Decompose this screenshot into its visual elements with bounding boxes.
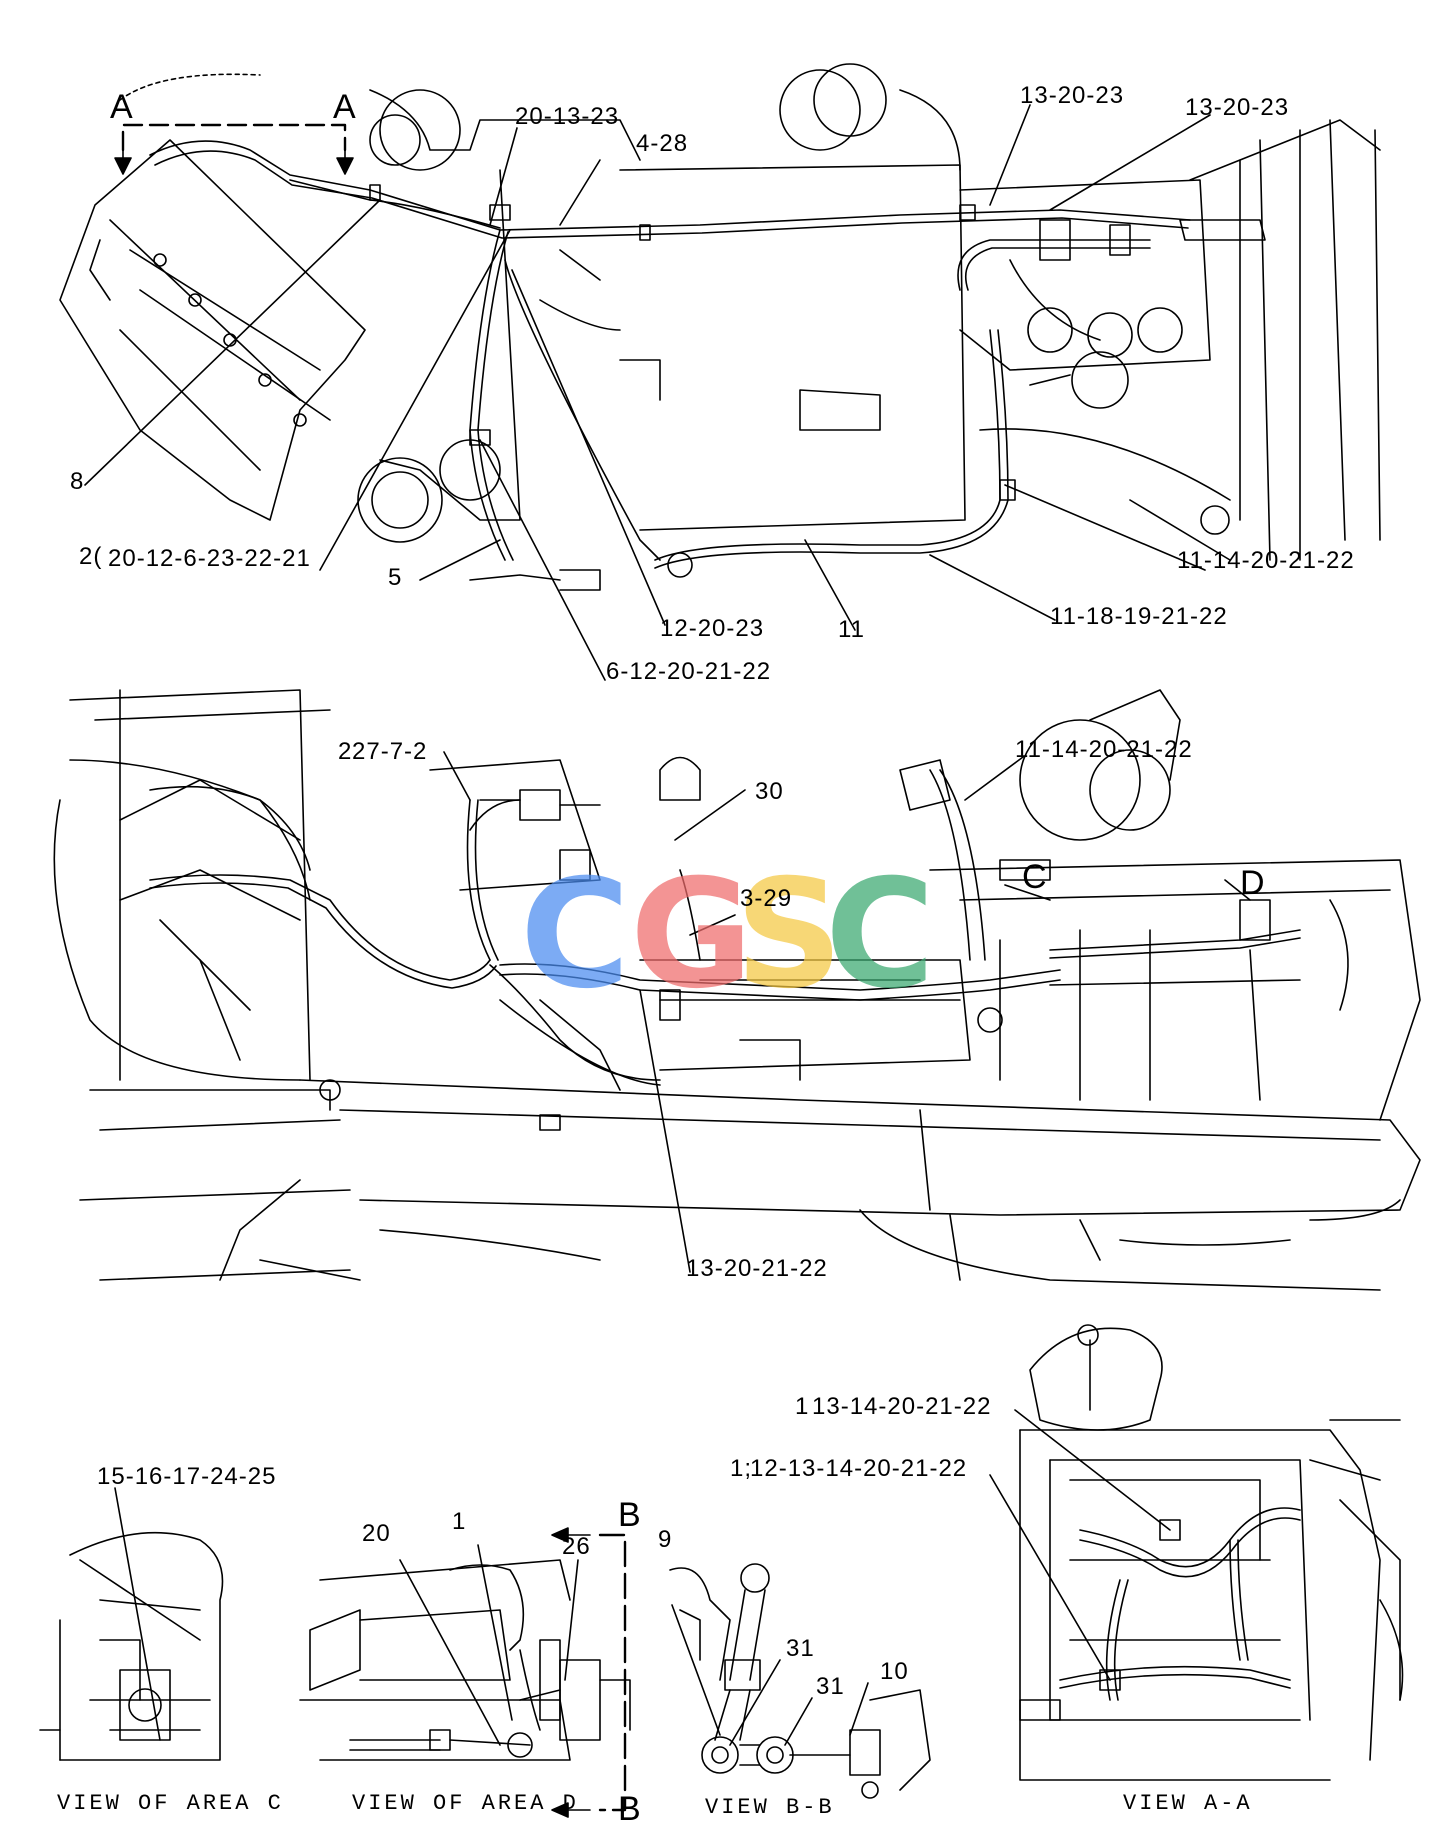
callout-1-partial: 1 xyxy=(795,1393,810,1420)
callout-4-28: 4-28 xyxy=(636,130,689,157)
callout-31-a: 31 xyxy=(786,1635,815,1662)
middle-side-view xyxy=(53,689,1421,1291)
view-title-area-c: VIEW OF AREA C xyxy=(57,1791,284,1816)
callout-15-16-17-24-25: 15-16-17-24-25 xyxy=(97,1463,277,1490)
section-marker-b-top: B xyxy=(618,1496,641,1534)
view-title-b-b: VIEW B-B xyxy=(705,1795,835,1820)
callout-1-partial-b: 1; xyxy=(730,1455,753,1482)
view-area-c-drawing xyxy=(39,1487,224,1761)
view-title-a-a: VIEW A-A xyxy=(1123,1791,1253,1816)
callout-12-20-23: 12-20-23 xyxy=(660,615,765,642)
watermark-letter-2: G xyxy=(630,848,754,1022)
section-marker-a-left: A xyxy=(110,88,133,126)
callout-11-18-19-21-22: 11-18-19-21-22 xyxy=(1050,603,1228,630)
callout-1: 1 xyxy=(452,1508,467,1535)
view-area-d-drawing xyxy=(299,1527,631,1818)
callout-10: 10 xyxy=(880,1658,909,1685)
callout-26: 26 xyxy=(562,1533,591,1560)
callout-13-20-21-22: 13-20-21-22 xyxy=(686,1255,828,1282)
callout-5: 5 xyxy=(388,564,403,591)
callout-11-14-20-21-22-b: 11-14-20-21-22 xyxy=(1015,736,1193,763)
callout-3-29: 3-29 xyxy=(740,885,793,912)
watermark-letter-3: S xyxy=(735,848,844,1022)
view-b-b-drawing xyxy=(669,1563,931,1799)
view-a-a-drawing xyxy=(989,1324,1404,1781)
callout-20-13-23: 20-13-23 xyxy=(515,103,620,130)
callout-31-b: 31 xyxy=(816,1673,845,1700)
watermark-letter-1: C xyxy=(520,848,631,1022)
section-marker-a-right: A xyxy=(333,88,356,126)
callout-8: 8 xyxy=(70,468,85,495)
callout-20-12-6-23-22-21: 20-12-6-23-22-21 xyxy=(108,545,311,572)
callout-2-partial: 2( xyxy=(79,543,103,570)
callout-13-20-23-b: 13-20-23 xyxy=(1185,94,1290,121)
callout-30: 30 xyxy=(755,778,784,805)
callout-9: 9 xyxy=(658,1526,673,1553)
top-engine-view xyxy=(59,63,1381,681)
callout-6-12-20-21-22: 6-12-20-21-22 xyxy=(606,658,772,685)
area-marker-d: D xyxy=(1240,864,1265,902)
callout-2-partial-middle: 2 xyxy=(338,738,353,765)
watermark-letter-4: C xyxy=(825,848,936,1022)
callout-11-14-20-21-22-a: 11-14-20-21-22 xyxy=(1177,547,1355,574)
callout-11: 11 xyxy=(838,616,865,643)
area-marker-c: C xyxy=(1022,858,1047,896)
callout-20: 20 xyxy=(362,1520,391,1547)
view-title-area-d: VIEW OF AREA D xyxy=(352,1791,579,1816)
callout-12-13-14-20-21-22: 12-13-14-20-21-22 xyxy=(750,1455,968,1482)
callout-13-14-20-21-22: 13-14-20-21-22 xyxy=(812,1393,992,1420)
callout-27-7-2: 27-7-2 xyxy=(352,738,428,765)
section-marker-b-bottom: B xyxy=(618,1790,641,1828)
callout-13-20-23-a: 13-20-23 xyxy=(1020,82,1125,109)
